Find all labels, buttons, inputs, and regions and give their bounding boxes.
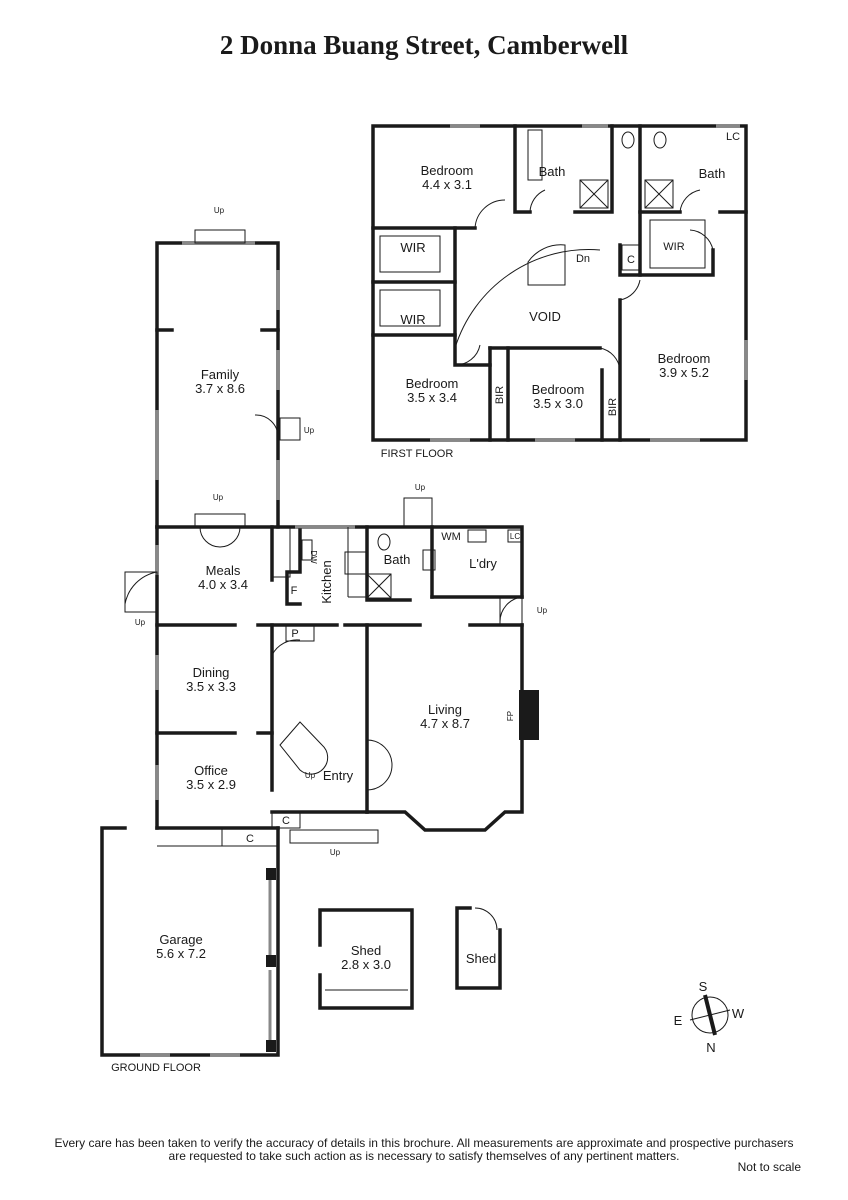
up-label-laundry: Up bbox=[537, 606, 548, 615]
cupboard-label-garage: C bbox=[246, 833, 254, 845]
room-size-office: 3.5 x 2.9 bbox=[186, 777, 236, 792]
room-label-garage: Garage bbox=[159, 932, 202, 947]
up-label-bath: Up bbox=[415, 483, 426, 492]
room-label-bir-2: BIR bbox=[607, 398, 619, 416]
room-label-bedroom-1: Bedroom bbox=[421, 163, 474, 178]
room-label-dining: Dining bbox=[193, 665, 230, 680]
ground-floor-plan: Family 3.7 x 8.6 Meals 4.0 x 3.4 Kitchen… bbox=[100, 206, 548, 1074]
room-label-bath: Bath bbox=[384, 552, 411, 567]
room-label-bedroom-4: Bedroom bbox=[658, 351, 711, 366]
fireplace-label: FP bbox=[506, 711, 515, 721]
up-label-meals-side: Up bbox=[135, 618, 146, 627]
cupboard-label-entry: C bbox=[282, 815, 290, 827]
not-to-scale-note: Not to scale bbox=[737, 1160, 801, 1174]
stair-dn-label: Dn bbox=[576, 253, 590, 265]
room-label-bir-1: BIR bbox=[494, 386, 506, 404]
first-floor-plan: Bedroom 4.4 x 3.1 Bath Bath WIR WIR WIR … bbox=[371, 124, 748, 460]
compass-icon: S N E W bbox=[674, 979, 745, 1055]
compass-w: W bbox=[732, 1006, 745, 1021]
room-label-void: VOID bbox=[529, 309, 561, 324]
room-size-garage: 5.6 x 7.2 bbox=[156, 946, 206, 961]
page-title: 2 Donna Buang Street, Camberwell bbox=[219, 30, 629, 60]
room-size-family: 3.7 x 8.6 bbox=[195, 381, 245, 396]
room-label-bath-1: Bath bbox=[539, 164, 566, 179]
room-label-kitchen: Kitchen bbox=[319, 560, 334, 603]
disclaimer-line-2: are requested to take such action as is … bbox=[168, 1149, 680, 1163]
room-label-lc: LC bbox=[726, 131, 740, 143]
room-size-living: 4.7 x 8.7 bbox=[420, 716, 470, 731]
room-size-shed-1: 2.8 x 3.0 bbox=[341, 957, 391, 972]
room-label-shed-2: Shed bbox=[466, 951, 496, 966]
up-label-family-top: Up bbox=[214, 206, 225, 215]
up-label-stairs: Up bbox=[305, 771, 316, 780]
room-label-wir-3: WIR bbox=[663, 241, 684, 253]
room-size-meals: 4.0 x 3.4 bbox=[198, 577, 248, 592]
compass-n: N bbox=[706, 1040, 715, 1055]
room-size-bedroom-2: 3.5 x 3.4 bbox=[407, 390, 457, 405]
room-label-living: Living bbox=[428, 702, 462, 717]
room-label-c: C bbox=[627, 254, 635, 266]
room-size-bedroom-3: 3.5 x 3.0 bbox=[533, 396, 583, 411]
room-size-dining: 3.5 x 3.3 bbox=[186, 679, 236, 694]
room-label-bedroom-3: Bedroom bbox=[532, 382, 585, 397]
dishwasher-label: DW bbox=[309, 550, 318, 564]
room-label-office: Office bbox=[194, 763, 228, 778]
room-label-family: Family bbox=[201, 367, 240, 382]
ground-floor-label: GROUND FLOOR bbox=[111, 1062, 201, 1074]
room-label-wir-2: WIR bbox=[400, 312, 425, 327]
room-label-bedroom-2: Bedroom bbox=[406, 376, 459, 391]
first-floor-label: FIRST FLOOR bbox=[381, 448, 454, 460]
washing-machine-label: WM bbox=[441, 531, 461, 543]
room-label-meals: Meals bbox=[206, 563, 241, 578]
room-label-wir-1: WIR bbox=[400, 240, 425, 255]
fridge-label: F bbox=[291, 585, 298, 597]
disclaimer-line-1: Every care has been taken to verify the … bbox=[54, 1136, 794, 1150]
up-label-entry: Up bbox=[330, 848, 341, 857]
disclaimer: Every care has been taken to verify the … bbox=[0, 1137, 848, 1163]
room-label-entry: Entry bbox=[323, 768, 354, 783]
up-label-meals: Up bbox=[213, 493, 224, 502]
room-label-bath-2: Bath bbox=[699, 166, 726, 181]
pantry-label: P bbox=[291, 628, 298, 640]
linen-cupboard-label: LC bbox=[510, 532, 520, 541]
up-label-family-side: Up bbox=[304, 426, 315, 435]
compass-s: S bbox=[699, 979, 708, 994]
room-size-bedroom-1: 4.4 x 3.1 bbox=[422, 177, 472, 192]
room-size-bedroom-4: 3.9 x 5.2 bbox=[659, 365, 709, 380]
room-label-laundry: L'dry bbox=[469, 556, 497, 571]
room-label-shed-1: Shed bbox=[351, 943, 381, 958]
compass-e: E bbox=[674, 1013, 683, 1028]
